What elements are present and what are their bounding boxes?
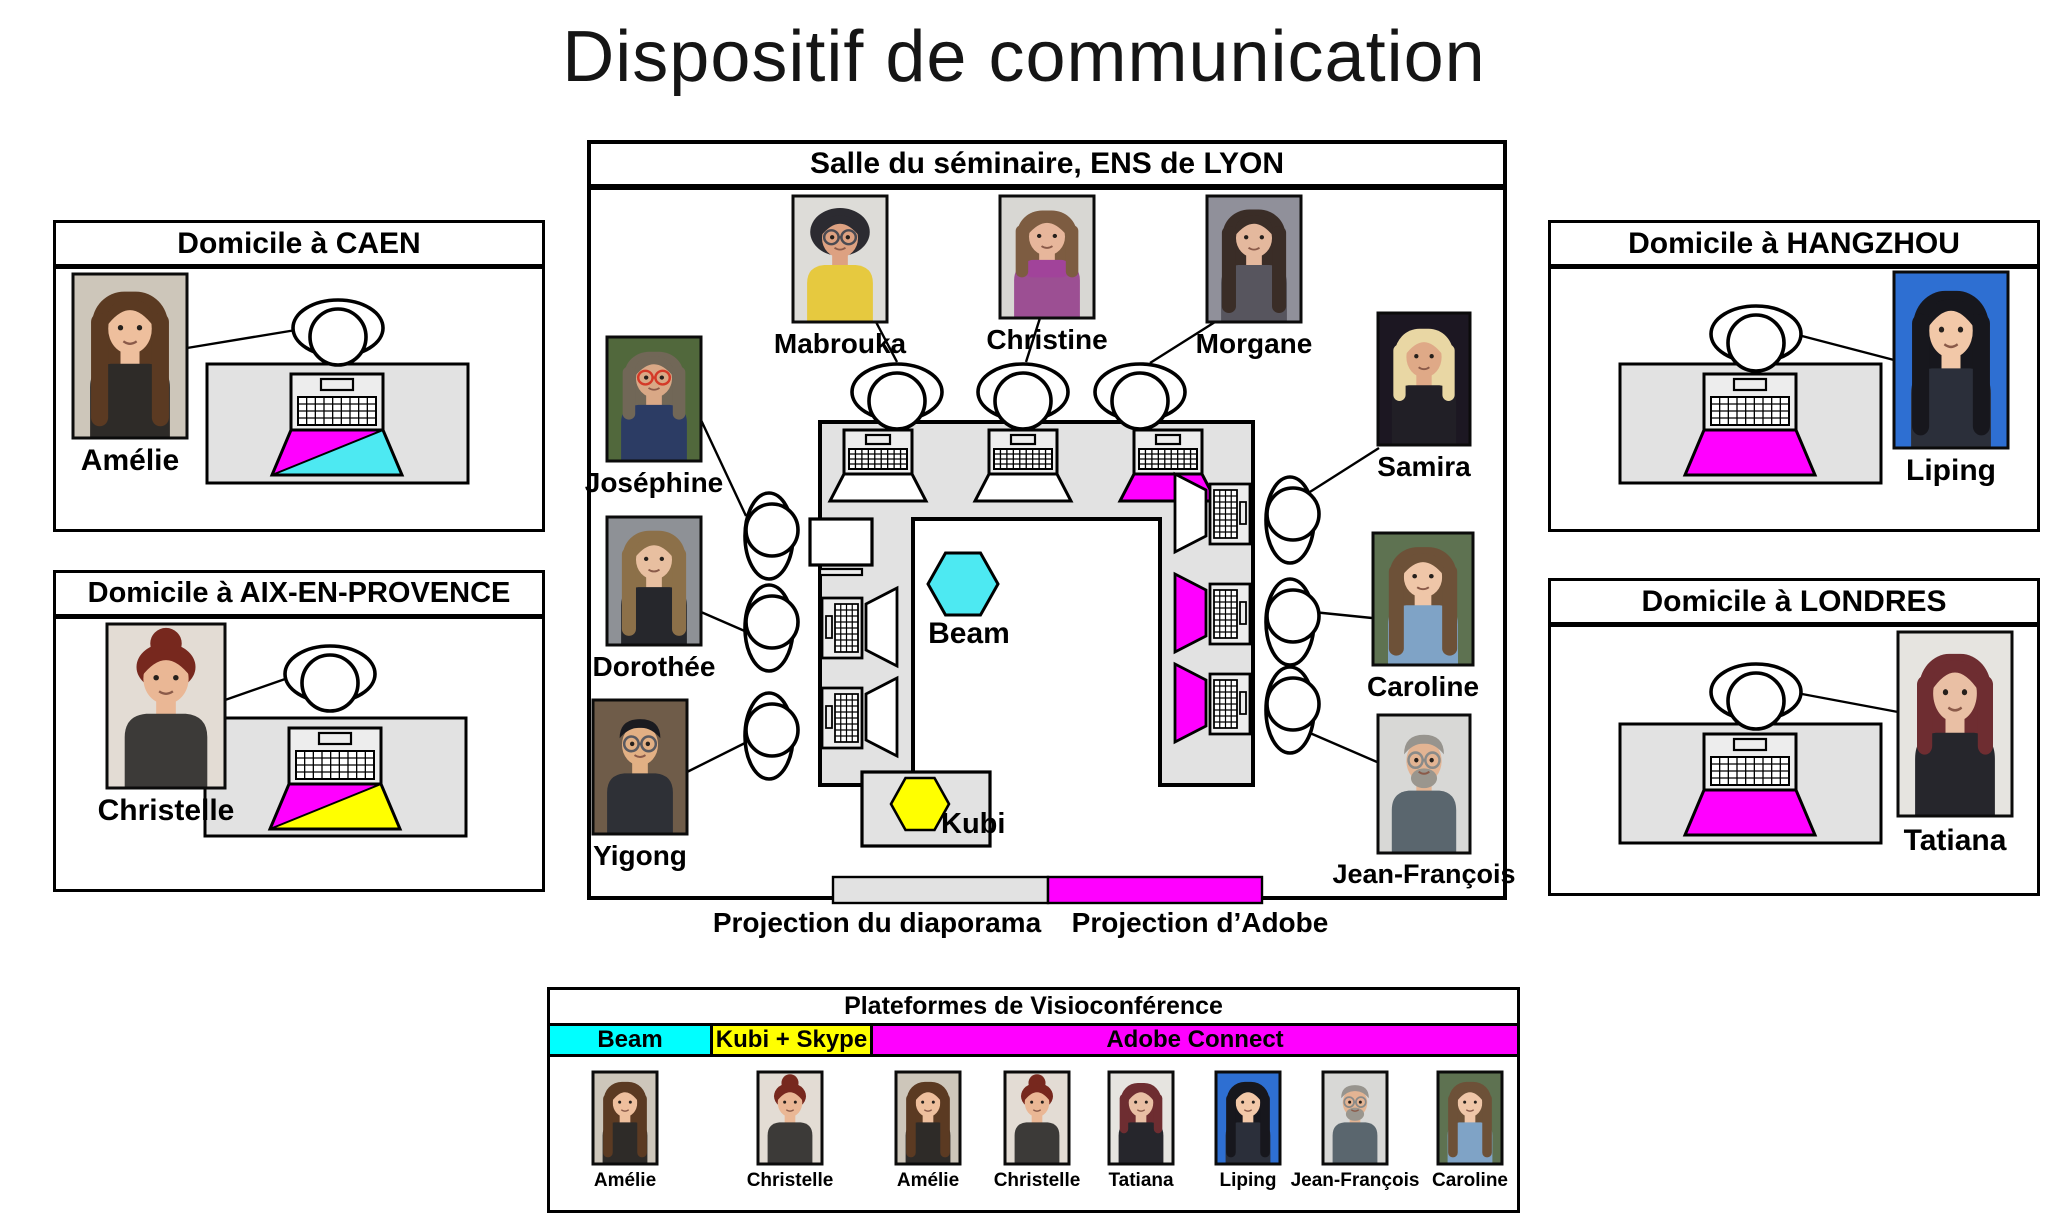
legend-member-caroline-adobe: Caroline [1431,1170,1509,1191]
legend-member-christelle-adobe: Christelle [993,1170,1081,1191]
legend-member-tatiana-adobe: Tatiana [1108,1170,1174,1191]
remote-box-caen: Domicile à CAEN [53,220,545,532]
legend-member-liping-adobe: Liping [1219,1170,1277,1191]
seminar-room-title: Salle du séminaire, ENS de LYON [591,144,1503,190]
seminar-room-box: Salle du séminaire, ENS de LYON [587,140,1507,900]
legend-platform-adobe-connect: Adobe Connect [870,1023,1520,1057]
page-title: Dispositif de communication [562,17,1486,97]
legend-member-amelie-adobe: Amélie [896,1170,960,1191]
remote-box-londres-title: Domicile à LONDRES [1551,581,2037,627]
person-name-samira: Samira [1377,451,1471,482]
legend-platform-bar: Beam Kubi + Skype Adobe Connect [547,1023,1520,1057]
person-name-christine: Christine [986,324,1108,355]
person-name-christelle: Christelle [97,794,235,827]
person-name-josephine: Joséphine [584,467,724,498]
legend-member-amelie-beam: Amélie [593,1170,657,1191]
remote-box-aix: Domicile à AIX-EN-PROVENCE [53,570,545,892]
person-name-amelie: Amélie [80,444,180,477]
projection-diaporama-label: Projection du diaporama [712,907,1042,938]
legend-platform-beam: Beam [547,1023,713,1057]
legend-platform-kubi-skype: Kubi + Skype [710,1023,873,1057]
remote-box-caen-title: Domicile à CAEN [56,223,542,269]
person-name-yigong: Yigong [593,840,687,871]
remote-box-aix-title: Domicile à AIX-EN-PROVENCE [56,573,542,619]
person-name-tatiana: Tatiana [1903,824,2007,857]
legend-member-jean-francois-adobe: Jean-François [1290,1170,1420,1191]
projection-adobe-label: Projection d’Adobe [1071,907,1329,938]
person-name-jean-francois: Jean-François [1332,859,1516,889]
person-name-mabrouka: Mabrouka [773,328,907,359]
kubi-label: Kubi [941,808,1006,840]
legend-title: Plateformes de Visioconférence [844,992,1223,1020]
legend-member-christelle-kubi: Christelle [746,1170,834,1191]
remote-box-hangzhou-title: Domicile à HANGZHOU [1551,223,2037,269]
person-name-caroline: Caroline [1366,671,1480,702]
person-name-liping: Liping [1906,454,1996,487]
person-name-dorothee: Dorothée [592,651,716,682]
beam-label: Beam [928,617,1010,650]
person-name-morgane: Morgane [1195,328,1313,359]
